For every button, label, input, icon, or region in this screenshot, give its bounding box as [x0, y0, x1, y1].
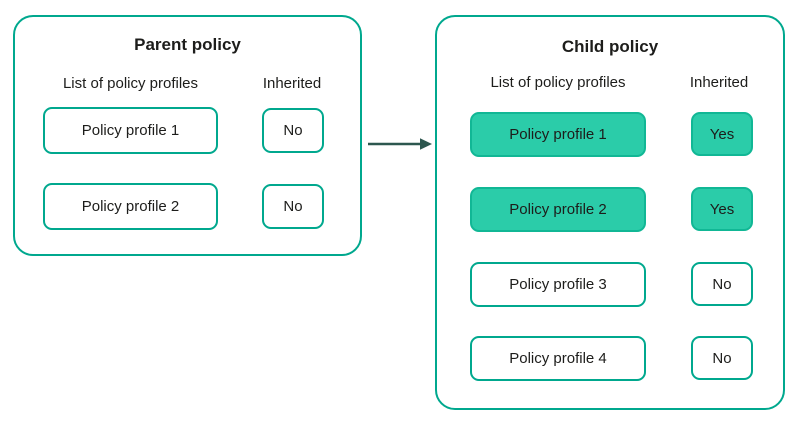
policy-profile-box-inherited: Policy profile 2: [470, 187, 646, 232]
policy-profile-box: Policy profile 3: [470, 262, 646, 307]
policy-profile-box-inherited: Policy profile 1: [470, 112, 646, 157]
child-profiles-column-header: List of policy profiles: [490, 74, 626, 91]
inheritance-arrow: [368, 138, 432, 150]
child-policy-panel: Child policy List of policy profiles Inh…: [435, 15, 785, 410]
child-inherited-column-header: Inherited: [689, 74, 749, 91]
parent-policy-title: Parent policy: [134, 35, 241, 54]
inherited-flag-box: No: [691, 336, 753, 380]
parent-inherited-column-header: Inherited: [262, 75, 322, 92]
policy-profile-box: Policy profile 1: [43, 107, 218, 154]
inherited-flag-box: No: [691, 262, 753, 306]
parent-profiles-column-header: List of policy profiles: [62, 75, 199, 92]
inherited-flag-box: Yes: [691, 112, 753, 156]
parent-policy-panel: Parent policy List of policy profiles In…: [13, 15, 362, 256]
inherited-flag-box: No: [262, 184, 324, 229]
inherited-flag-box: No: [262, 108, 324, 153]
policy-profile-box: Policy profile 4: [470, 336, 646, 381]
inherited-flag-box: Yes: [691, 187, 753, 231]
child-policy-title: Child policy: [561, 37, 659, 56]
policy-profile-box: Policy profile 2: [43, 183, 218, 230]
